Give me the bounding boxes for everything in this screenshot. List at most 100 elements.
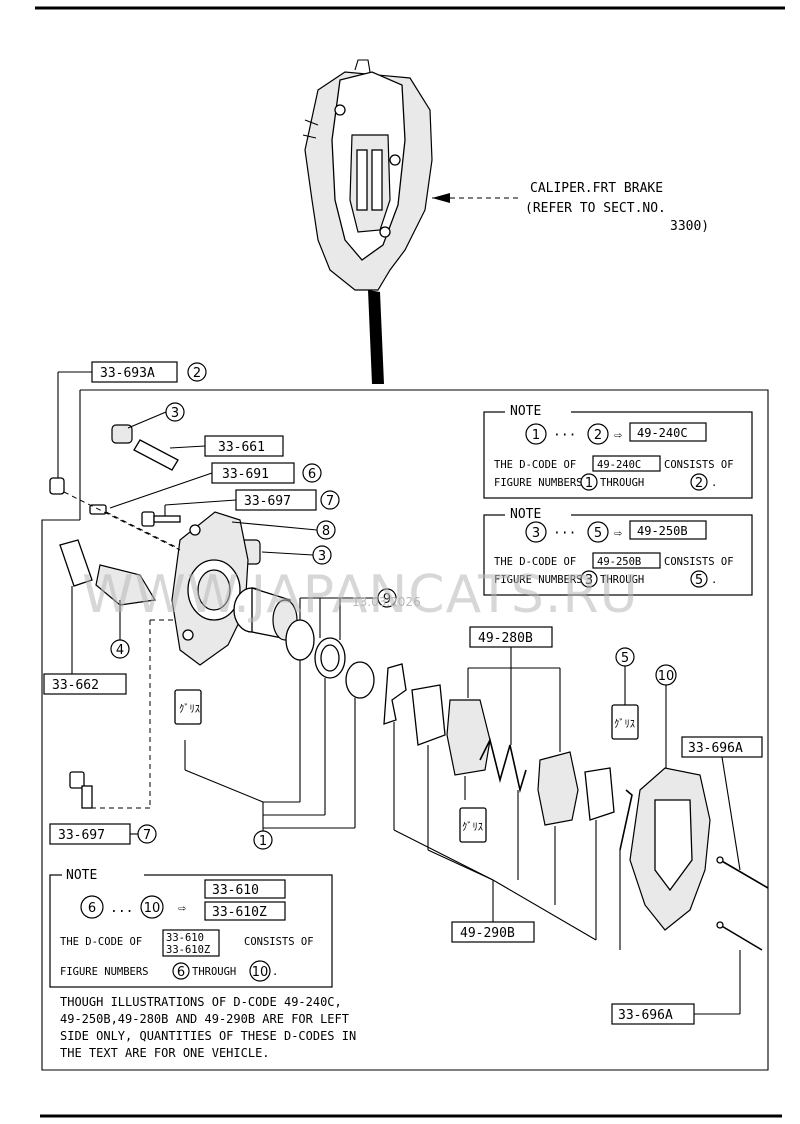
figure-number-3-top: 3	[165, 402, 185, 422]
svg-text:33-610: 33-610	[166, 932, 204, 944]
caliper-callout-line1: CALIPER.FRT BRAKE	[530, 181, 663, 196]
pad-spring-part	[479, 737, 527, 794]
svg-text:33-697: 33-697	[244, 494, 291, 509]
svg-text:33-610: 33-610	[212, 883, 259, 898]
note-box-2: NOTE 3 ··· 5 ⇨ 49-250B THE D-CODE OF 49-…	[483, 507, 753, 596]
svg-text:3: 3	[585, 573, 593, 588]
svg-text:33-693A: 33-693A	[100, 366, 155, 381]
svg-text:6: 6	[177, 965, 185, 980]
watermark-text: WWW.JAPANCATS.RU	[82, 565, 639, 625]
figure-number-4: 4	[110, 639, 130, 659]
watermark-date: 13.03.2026	[352, 595, 421, 609]
caliper-callout-line3: 3300)	[670, 219, 709, 234]
svg-text:.: .	[711, 477, 717, 489]
label-33-696A-bottom: 33-696A	[611, 1003, 695, 1025]
grease-packet-center: ｸﾞﾘｽ	[459, 807, 487, 843]
svg-text:33-661: 33-661	[218, 440, 265, 455]
svg-text:1: 1	[585, 476, 593, 491]
boot-top-part	[111, 424, 133, 444]
svg-text:5: 5	[621, 651, 629, 666]
svg-text:.: .	[711, 574, 717, 586]
svg-text:ｸﾞﾘｽ: ｸﾞﾘｽ	[179, 703, 200, 715]
svg-text:5: 5	[594, 526, 602, 541]
retaining-ring-part	[345, 661, 375, 699]
anti-squeal-clip-part	[619, 789, 633, 851]
svg-text:1: 1	[532, 428, 540, 443]
pin-bottom-part	[716, 921, 763, 951]
svg-text:33-610Z: 33-610Z	[166, 944, 210, 956]
label-49-290B: 49-290B	[451, 921, 535, 943]
figure-number-5: 5	[615, 647, 635, 667]
svg-text:2: 2	[594, 428, 602, 443]
svg-text:···: ···	[553, 428, 576, 443]
svg-text:⇨: ⇨	[614, 428, 622, 443]
svg-text:49-250B: 49-250B	[597, 556, 641, 568]
guide-pin-top-part	[133, 439, 179, 471]
svg-text:FIGURE NUMBERS: FIGURE NUMBERS	[494, 477, 583, 489]
svg-text:ｸﾞﾘｽ: ｸﾞﾘｽ	[614, 718, 635, 730]
svg-text:⇨: ⇨	[614, 526, 622, 541]
figure-number-7-bottom: 7	[137, 824, 157, 844]
label-33-693A: 33-693A	[91, 361, 178, 383]
caliper-assembly-drawing	[302, 59, 433, 291]
svg-text:SIDE ONLY, QUANTITIES OF THESE: SIDE ONLY, QUANTITIES OF THESE D-CODES I…	[60, 1029, 356, 1043]
shim-plate-left-part	[411, 684, 446, 746]
figure-number-8: 8	[316, 520, 336, 540]
leader-lines	[63, 411, 741, 1015]
grease-packet-left: ｸﾞﾘｽ	[174, 689, 202, 725]
svg-text:49-240C: 49-240C	[637, 426, 688, 440]
svg-text:ｸﾞﾘｽ: ｸﾞﾘｽ	[462, 821, 483, 833]
grease-packet-right: ｸﾞﾘｽ	[611, 704, 639, 740]
svg-text:33-697: 33-697	[58, 828, 105, 843]
svg-text:...: ...	[110, 901, 133, 916]
svg-text:4: 4	[116, 643, 124, 658]
label-33-696A-top: 33-696A	[681, 736, 763, 758]
label-33-697-bottom: 33-697	[49, 823, 131, 845]
svg-text:7: 7	[143, 828, 151, 843]
svg-text:8: 8	[322, 524, 330, 539]
footnote-text: THOUGH ILLUSTRATIONS OF D-CODE 49-240C, …	[60, 995, 356, 1060]
label-33-662: 33-662	[43, 673, 127, 695]
figure-number-2-callout: 2	[187, 362, 207, 382]
caliper-pointer-arrow	[368, 290, 384, 384]
brake-pad-right-part	[537, 751, 579, 826]
svg-text:3: 3	[532, 526, 540, 541]
sleeve-left-part	[59, 539, 93, 587]
svg-text:33-691: 33-691	[222, 467, 269, 482]
svg-text:2: 2	[695, 476, 703, 491]
svg-text:9: 9	[383, 592, 391, 607]
mounting-support-part	[629, 767, 711, 931]
svg-text:THE D-CODE OF: THE D-CODE OF	[494, 556, 576, 568]
figure-number-3-right: 3	[312, 545, 332, 565]
bolt-top-part	[141, 511, 181, 527]
piston-seal-part	[314, 637, 346, 679]
svg-text:6: 6	[88, 901, 96, 916]
svg-text:CONSISTS OF: CONSISTS OF	[664, 459, 734, 471]
caliper-callout-line2: (REFER TO SECT.NO.	[525, 201, 666, 216]
label-33-691: 33-691	[211, 462, 295, 484]
svg-text:33-610Z: 33-610Z	[212, 905, 267, 920]
svg-text:NOTE: NOTE	[510, 507, 541, 522]
svg-text:FIGURE NUMBERS: FIGURE NUMBERS	[494, 574, 583, 586]
svg-text:THE TEXT ARE FOR ONE VEHICLE.: THE TEXT ARE FOR ONE VEHICLE.	[60, 1046, 270, 1060]
svg-text:THROUGH: THROUGH	[192, 966, 236, 978]
svg-text:49-290B: 49-290B	[460, 926, 515, 941]
caliper-leader-arrowhead	[432, 193, 450, 203]
figure-number-6-callout: 6	[302, 463, 322, 483]
svg-text:CONSISTS OF: CONSISTS OF	[664, 556, 734, 568]
bleeder-cap-part	[49, 477, 65, 495]
svg-text:33-696A: 33-696A	[688, 741, 743, 756]
svg-text:1: 1	[259, 834, 267, 849]
caliper-body-part	[171, 511, 249, 666]
shim-plate-right-part	[584, 767, 615, 821]
label-33-661: 33-661	[204, 435, 284, 457]
svg-text:10: 10	[658, 669, 675, 684]
svg-text:THE D-CODE OF: THE D-CODE OF	[60, 936, 142, 948]
svg-text:6: 6	[308, 467, 316, 482]
svg-text:THOUGH ILLUSTRATIONS OF D-CODE: THOUGH ILLUSTRATIONS OF D-CODE 49-240C,	[60, 995, 342, 1009]
guide-pin-left-part	[95, 564, 156, 606]
svg-text:10: 10	[252, 965, 269, 980]
svg-text:7: 7	[326, 494, 334, 509]
svg-text:49-250B: 49-250B	[637, 524, 688, 538]
